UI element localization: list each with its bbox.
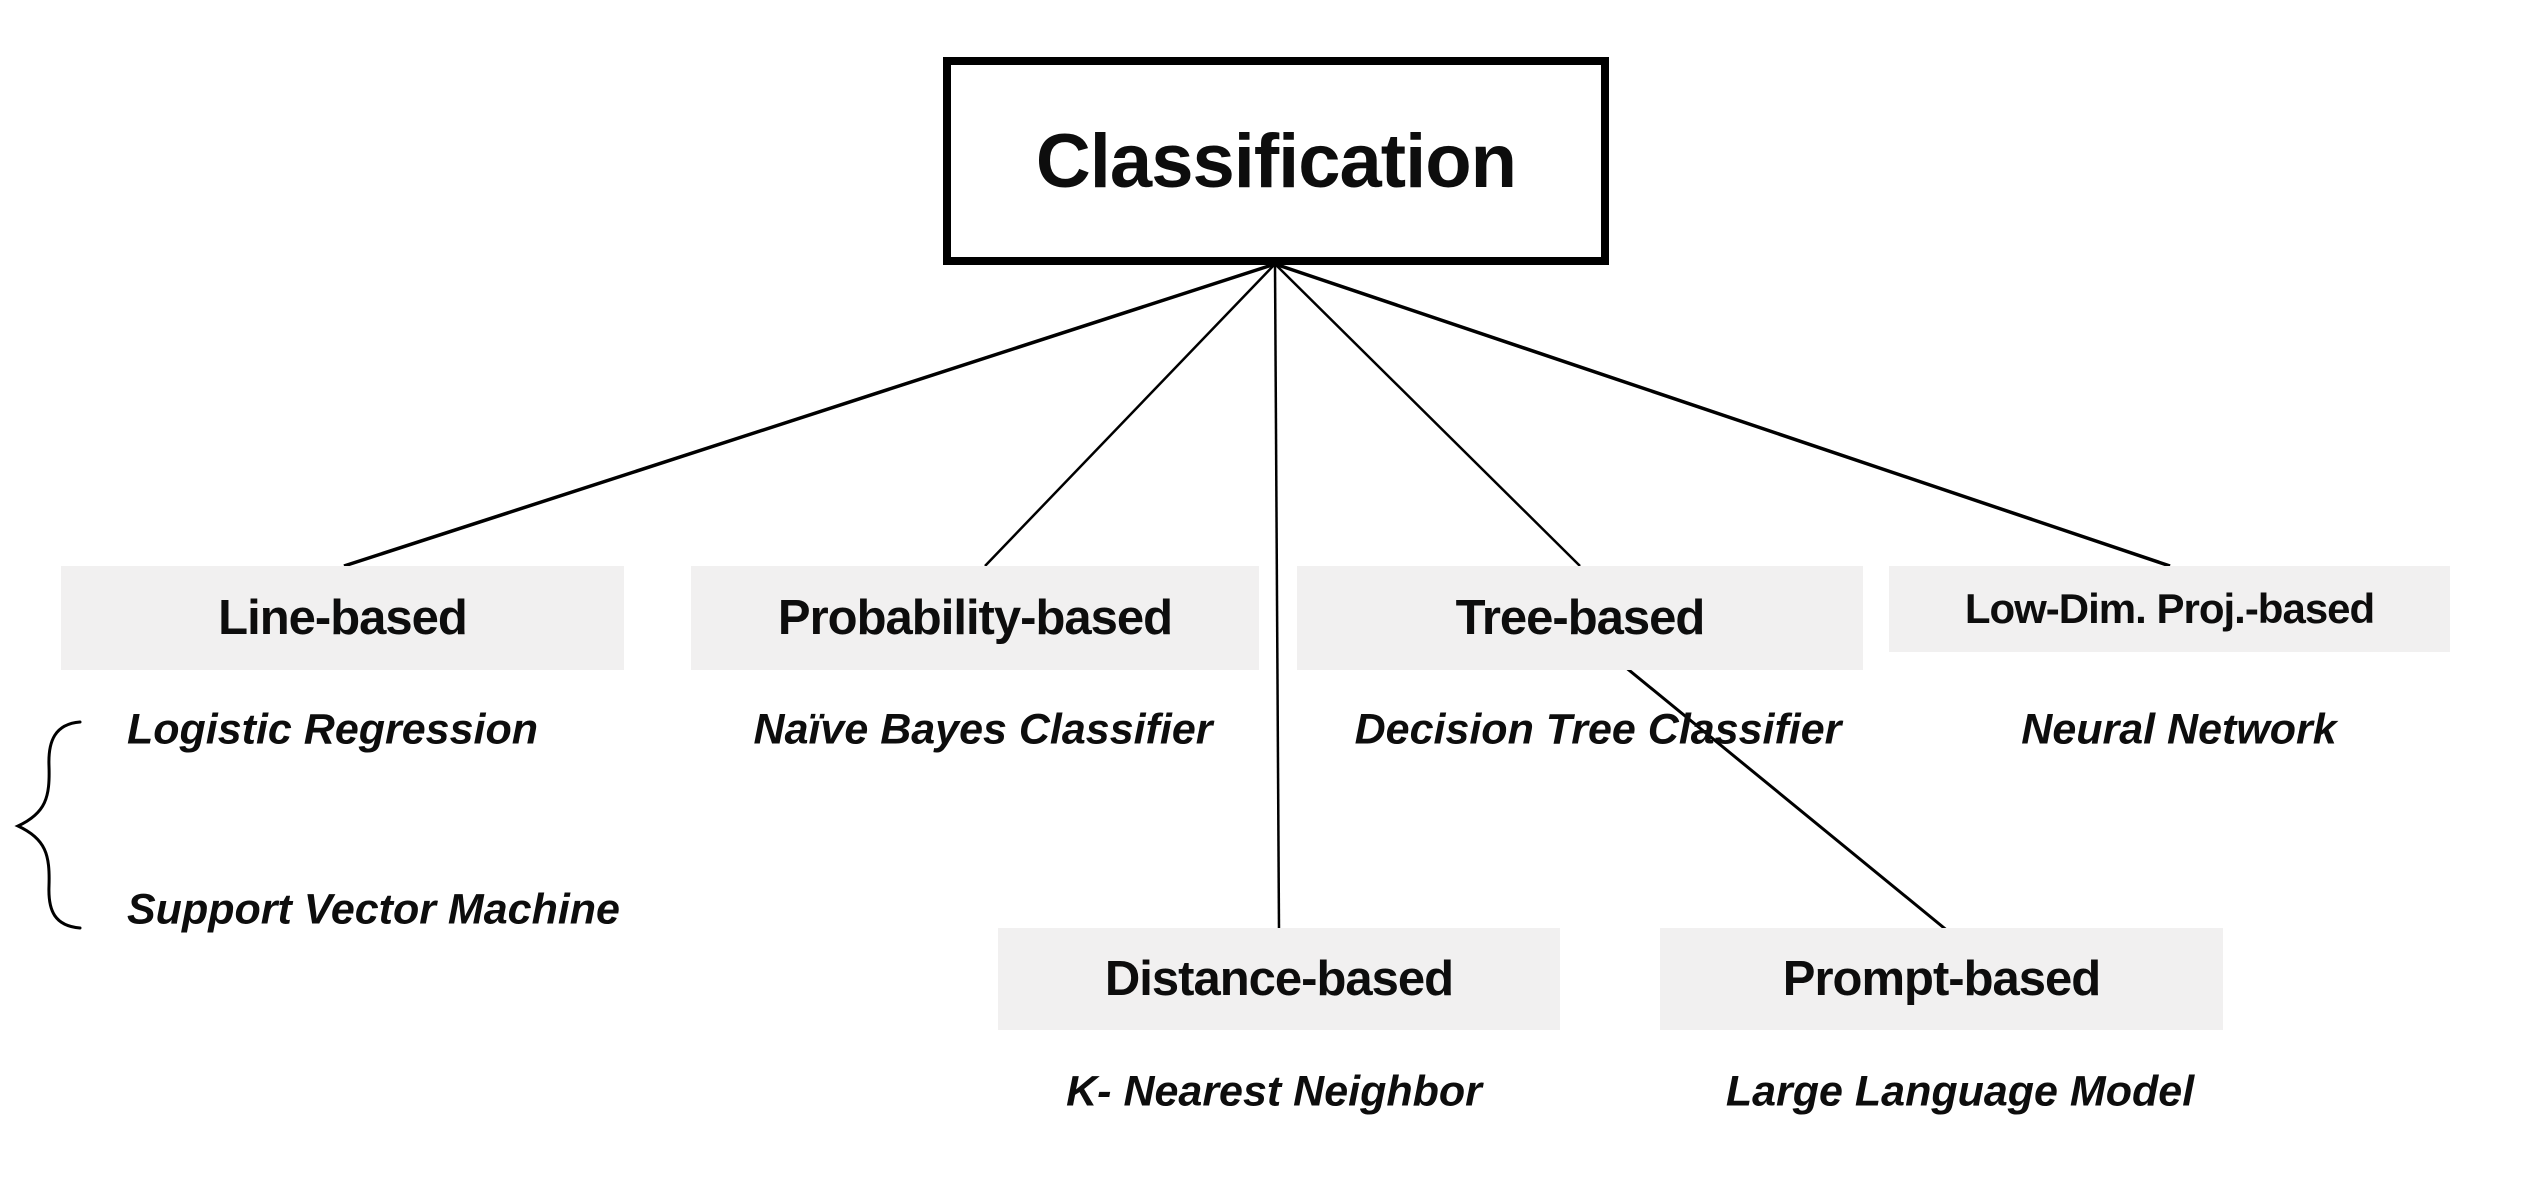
category-box-probability-based: Probability-based [691, 566, 1259, 670]
method-label-decision-tree-classifier: Decision Tree Classifier [1354, 705, 1842, 754]
category-label-low-dim-proj-based: Low-Dim. Proj.-based [1964, 585, 2375, 632]
edge-root-to-distance-based [1273, 263, 1281, 933]
edge-root-to-low-dim-proj-based [1274, 262, 2171, 568]
edge-tree-based-to-prompt-based [1579, 628, 1950, 934]
method-label-large-language-model: Large Language Model [1725, 1067, 2195, 1116]
category-box-distance-based: Distance-based [998, 928, 1560, 1030]
method-label-k-nearest-neighbor: K- Nearest Neighbor [1066, 1067, 1482, 1116]
category-box-tree-based: Tree-based [1297, 566, 1863, 670]
category-label-prompt-based: Prompt-based [1782, 952, 2101, 1006]
root-node-classification: Classification [943, 57, 1609, 265]
category-label-distance-based: Distance-based [1104, 952, 1454, 1006]
category-box-prompt-based: Prompt-based [1660, 928, 2223, 1030]
category-box-low-dim-proj-based: Low-Dim. Proj.-based [1889, 566, 2450, 652]
category-label-probability-based: Probability-based [777, 591, 1173, 645]
category-label-line-based: Line-based [218, 591, 468, 645]
method-label-naive-bayes-classifier: Naïve Bayes Classifier [753, 705, 1213, 754]
edge-root-to-probability-based [984, 263, 1276, 567]
edge-root-to-line-based [343, 262, 1276, 568]
curly-brace-icon [14, 720, 82, 930]
root-node-label: Classification [1035, 118, 1517, 204]
method-label-logistic-regression: Logistic Regression [127, 705, 538, 754]
method-label-neural-network: Neural Network [2021, 705, 2337, 754]
method-label-support-vector-machine: Support Vector Machine [127, 885, 620, 934]
category-label-tree-based: Tree-based [1455, 591, 1706, 645]
category-box-line-based: Line-based [61, 566, 624, 670]
edge-root-to-tree-based [1274, 263, 1581, 567]
